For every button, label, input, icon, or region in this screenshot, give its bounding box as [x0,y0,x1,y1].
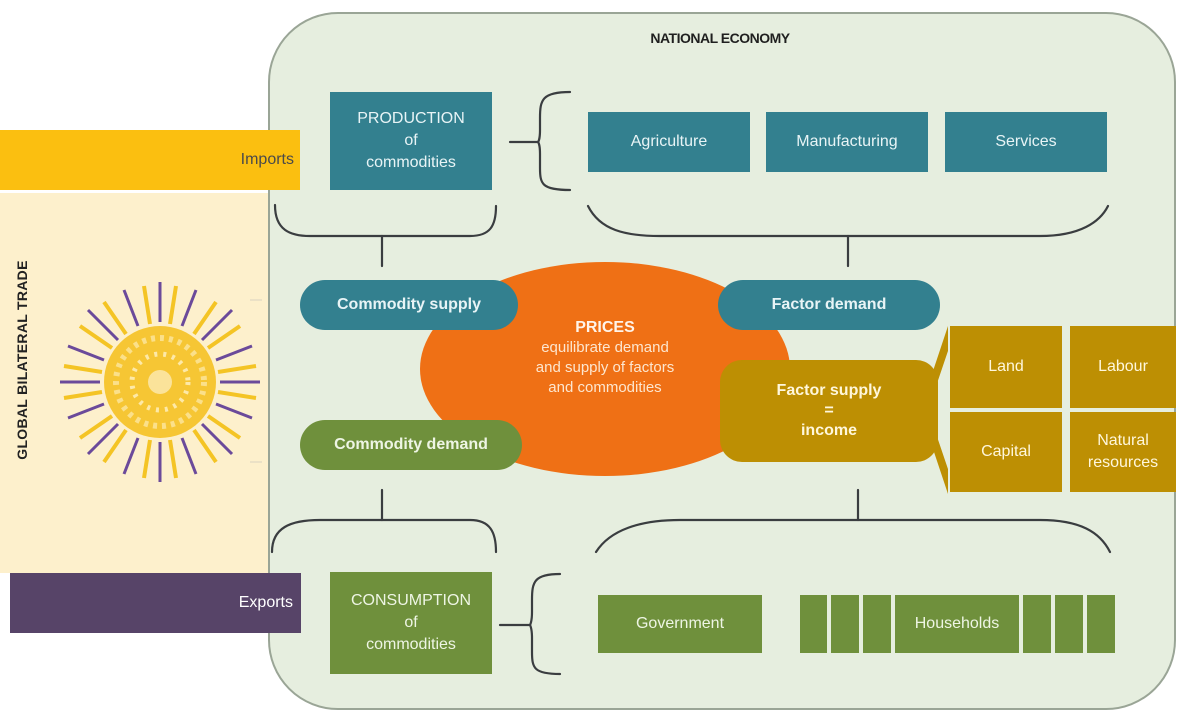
prices-line2: and supply of factors [535,359,675,376]
consumption-line2: of [404,614,418,631]
household-bar [831,595,859,653]
factor-labour: Labour [1070,326,1176,408]
households-box: Households [895,595,1019,653]
household-bar [1055,595,1083,653]
production-line1: PRODUCTION [357,110,465,127]
commodity-supply-pill: Commodity supply [300,280,518,330]
government-label: Government [635,615,725,632]
household-bar [863,595,891,653]
production-line2: of [404,132,418,149]
commodity-supply-label: Commodity supply [336,296,481,313]
factor-natural-line1: Natural [1097,432,1149,449]
factor-land: Land [950,326,1062,408]
factor-land-label: Land [988,358,1024,375]
factor-labour-label: Labour [1098,358,1148,375]
sector-manufacturing: Manufacturing [766,112,928,172]
sun-globe-icon [60,282,260,482]
exports-bar: Exports [10,573,301,633]
factor-demand-pill: Factor demand [718,280,940,330]
imports-bar: Imports [0,130,300,190]
household-bar [1023,595,1051,653]
consumption-box: CONSUMPTION of commodities [330,572,492,674]
factor-supply-box: Factor supply = income [720,360,938,462]
factor-natural-resources: Natural resources [1070,412,1176,492]
households-label: Households [914,615,1000,632]
factor-capital-label: Capital [981,443,1031,460]
prices-title: PRICES [575,319,635,336]
factor-supply-line3: income [800,422,857,439]
factor-supply-line2: = [824,402,834,419]
household-bar [1087,595,1115,653]
prices-line1: equilibrate demand [541,339,669,356]
factor-capital: Capital [950,412,1062,492]
commodity-demand-pill: Commodity demand [300,420,522,470]
national-economy-title: NATIONAL ECONOMY [650,30,790,46]
factor-demand-label: Factor demand [771,296,887,313]
factor-supply-line1: Factor supply [776,382,882,399]
sector-services: Services [945,112,1107,172]
sector-agriculture: Agriculture [588,112,750,172]
government-box: Government [598,595,762,653]
sector-agriculture-label: Agriculture [630,133,708,150]
commodity-demand-label: Commodity demand [334,436,488,453]
consumption-line3: commodities [366,636,456,653]
sector-manufacturing-label: Manufacturing [796,133,898,150]
factor-natural-line2: resources [1087,454,1159,471]
production-line3: commodities [366,154,456,171]
exports-label: Exports [238,594,293,611]
consumption-line1: CONSUMPTION [351,592,471,609]
prices-line3: and commodities [548,379,662,396]
prices-text: PRICES equilibrate demand and supply of … [480,318,730,398]
household-bar [800,595,827,653]
sector-services-label: Services [995,133,1057,150]
imports-label: Imports [240,151,294,168]
production-box: PRODUCTION of commodities [330,92,492,190]
